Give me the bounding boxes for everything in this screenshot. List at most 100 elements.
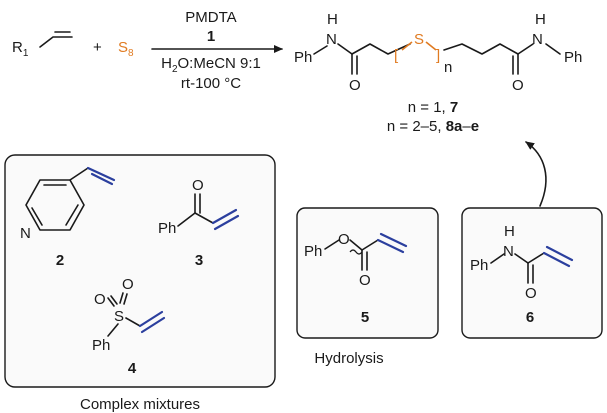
so-bond xyxy=(119,292,124,304)
cleavage-wavy-icon xyxy=(349,249,363,255)
reagent-pmdta: PMDTA xyxy=(185,9,236,26)
compound-5-o-carbonyl: O xyxy=(359,272,371,289)
label-8-text: n = 2–5, xyxy=(387,118,446,135)
temperature: rt-100 °C xyxy=(181,75,241,92)
product-right-n: N xyxy=(532,31,543,48)
product-left-o: O xyxy=(349,77,361,94)
compound-6-o: O xyxy=(525,285,537,302)
sulfur-s8: S8 xyxy=(118,39,134,59)
product-sulfur: S xyxy=(414,31,424,48)
bond xyxy=(107,323,119,337)
so-bond xyxy=(107,297,115,307)
vinyl-double-bond-2 xyxy=(140,316,166,334)
bond xyxy=(337,43,353,55)
ester-bond xyxy=(349,239,363,251)
vinyl-double-bond xyxy=(211,208,238,225)
label-7-bold: 7 xyxy=(450,99,458,116)
vinyl-double-bond-2 xyxy=(90,172,114,186)
bond xyxy=(324,239,340,250)
bond xyxy=(545,43,561,55)
so-double-bond xyxy=(123,293,128,305)
repeat-n: n xyxy=(444,59,452,76)
bond xyxy=(490,253,505,264)
solvent-rest: O:MeCN 9:1 xyxy=(178,55,261,72)
alkene-bond xyxy=(39,36,73,48)
ring-double-bond xyxy=(65,204,79,226)
compound-4-s: S xyxy=(114,308,124,325)
compound-3-label: 3 xyxy=(195,252,203,269)
compound-5: Ph O O 5 xyxy=(304,231,408,326)
chain-bonds-right xyxy=(443,43,519,55)
compound-5-o-ether: O xyxy=(338,231,350,248)
compound-6-n: N xyxy=(503,243,514,260)
product-label-8: n = 2–5, 8a–e xyxy=(387,118,479,135)
caption-hydrolysis: Hydrolysis xyxy=(314,350,383,367)
product-left-n: N xyxy=(326,31,337,48)
compound-4: O O S Ph 4 xyxy=(92,276,166,377)
bond xyxy=(361,239,379,251)
bond xyxy=(125,317,141,327)
s8-subscript: 8 xyxy=(128,48,134,59)
vinyl-double-bond xyxy=(542,251,571,268)
vinyl-double-bond xyxy=(138,310,164,328)
compound-6: Ph N H O 6 xyxy=(470,223,574,326)
compound-2-label: 2 xyxy=(56,252,64,269)
vinyl-double-bond-2 xyxy=(379,232,408,248)
compound-5-ph: Ph xyxy=(304,243,322,260)
vinyl-double-bond xyxy=(376,238,405,254)
bond xyxy=(514,253,529,264)
compound-4-o2: O xyxy=(122,276,134,293)
r1-letter: R xyxy=(12,39,23,56)
s8-letter: S xyxy=(118,39,128,56)
vinyl-bond xyxy=(69,167,89,181)
solvent-sub: 2 xyxy=(172,64,178,75)
compound-3: Ph O 3 xyxy=(158,177,240,269)
label-8-dash: – xyxy=(462,118,471,135)
label-7-text: n = 1, xyxy=(408,99,450,116)
label-8-bold-b: e xyxy=(471,118,479,135)
product-structure: Ph N H O [ S ] n O N H Ph n = 1, 7 n = 2… xyxy=(294,11,582,135)
product-label-7: n = 1, 7 xyxy=(408,99,458,116)
reactant-alkene: R1 xyxy=(12,31,73,59)
vinyl-double-bond xyxy=(86,166,116,182)
caption-complex-mixtures: Complex mixtures xyxy=(80,396,200,413)
plus-sign: + xyxy=(93,39,102,56)
compound-4-label: 4 xyxy=(128,360,137,377)
product-left-h: H xyxy=(327,11,338,28)
catalyst-label: 1 xyxy=(207,28,215,45)
compound-5-box xyxy=(296,207,439,339)
product-left-ph: Ph xyxy=(294,49,312,66)
compound-6-box xyxy=(461,207,603,339)
bond xyxy=(313,45,328,55)
chain-bonds-left xyxy=(351,43,411,55)
compound-6-h: H xyxy=(504,223,515,240)
compound-4-ph: Ph xyxy=(92,337,110,354)
compound-2-n: N xyxy=(20,225,31,242)
so-double-bond xyxy=(110,295,118,305)
compound-6-ph: Ph xyxy=(470,257,488,274)
product-right-o: O xyxy=(512,77,524,94)
label-8-bold-a: 8a xyxy=(446,118,463,135)
compound-5-label: 5 xyxy=(361,309,369,326)
complex-mixtures-box xyxy=(4,154,276,388)
svg-text:R1: R1 xyxy=(12,39,29,59)
product-right-h: H xyxy=(535,11,546,28)
compound-3-o: O xyxy=(192,177,204,194)
compound-6-label: 6 xyxy=(526,309,534,326)
vinyl-double-bond-2 xyxy=(213,214,240,231)
product-right-ph: Ph xyxy=(564,49,582,66)
vinyl-double-bond-2 xyxy=(545,245,574,262)
bond xyxy=(517,43,534,55)
bond xyxy=(527,252,545,264)
bond xyxy=(401,41,413,51)
bond xyxy=(194,212,214,224)
n-mask xyxy=(17,224,35,240)
compound-3-ph: Ph xyxy=(158,220,176,237)
solvent-conditions: H2O:MeCN 9:1 xyxy=(161,55,261,75)
curved-arrow-to-product xyxy=(525,141,547,207)
bracket-left: [ xyxy=(394,47,399,64)
bracket-right: ] xyxy=(436,47,440,64)
bond xyxy=(425,41,437,51)
bond xyxy=(177,212,196,227)
